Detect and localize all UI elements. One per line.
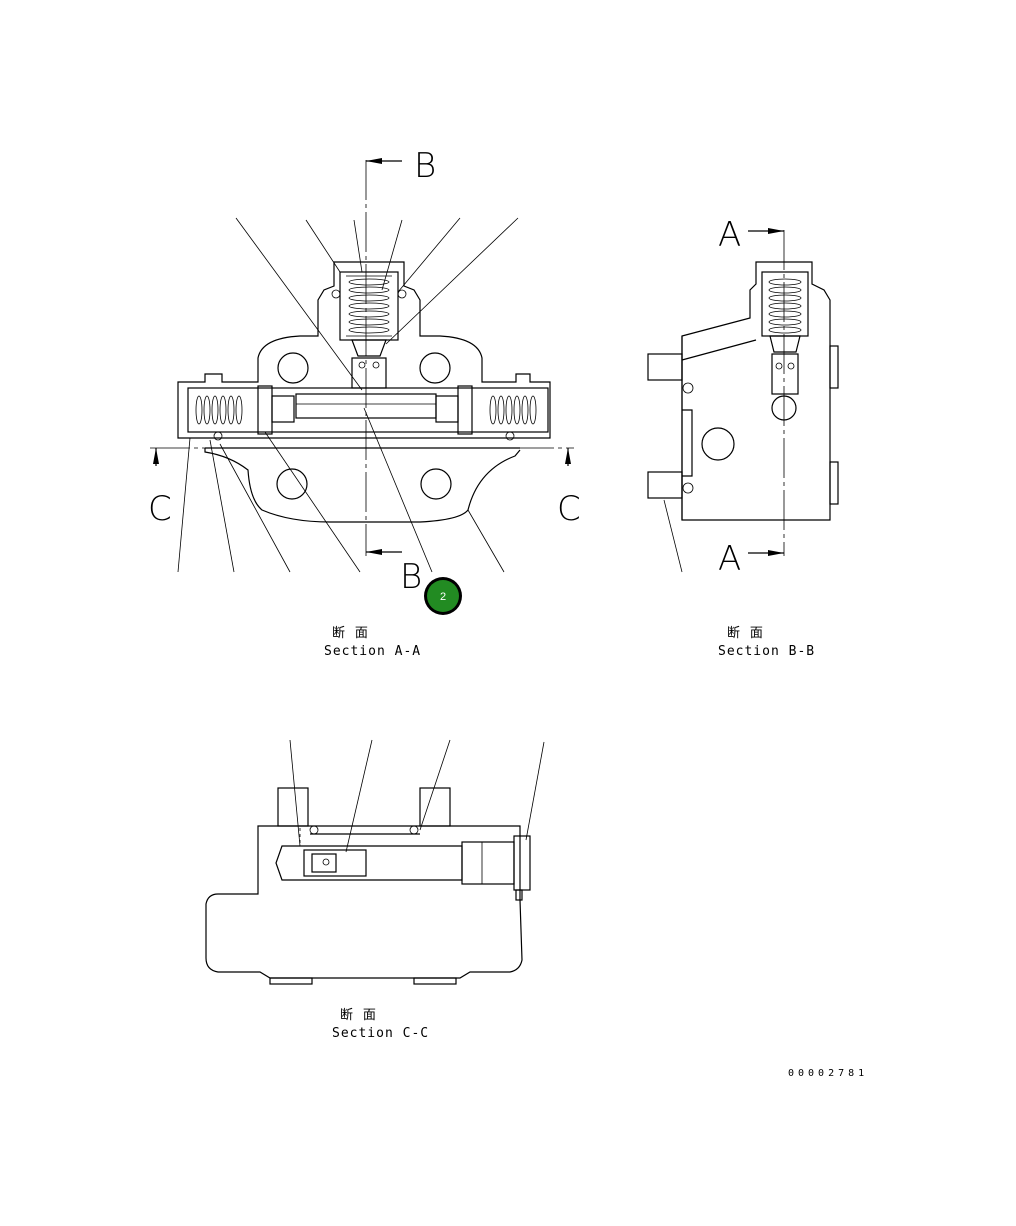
cut-label-b-bottom: B <box>400 557 422 597</box>
section-c-en: Section C-C <box>332 1026 429 1041</box>
section-a-en: Section A-A <box>324 644 421 659</box>
callout-badge-2[interactable]: 2 <box>424 577 462 615</box>
section-b-jp: 断 面 <box>727 626 764 641</box>
section-c-jp: 断 面 <box>340 1008 377 1023</box>
callout-number: 2 <box>440 591 446 603</box>
section-a-jp: 断 面 <box>332 626 369 641</box>
drawing-number: 00002781 <box>788 1068 868 1079</box>
section-b-en: Section B-B <box>718 644 815 659</box>
section-c-view <box>205 739 545 985</box>
cut-label-c-right: C <box>557 489 581 529</box>
cut-label-a-top: A <box>718 215 741 255</box>
cut-label-b-top: B <box>414 146 436 186</box>
cut-label-a-bottom: A <box>718 539 741 579</box>
section-b-view <box>647 228 839 573</box>
section-a-view <box>150 158 574 573</box>
cut-label-c-left: C <box>148 489 172 529</box>
